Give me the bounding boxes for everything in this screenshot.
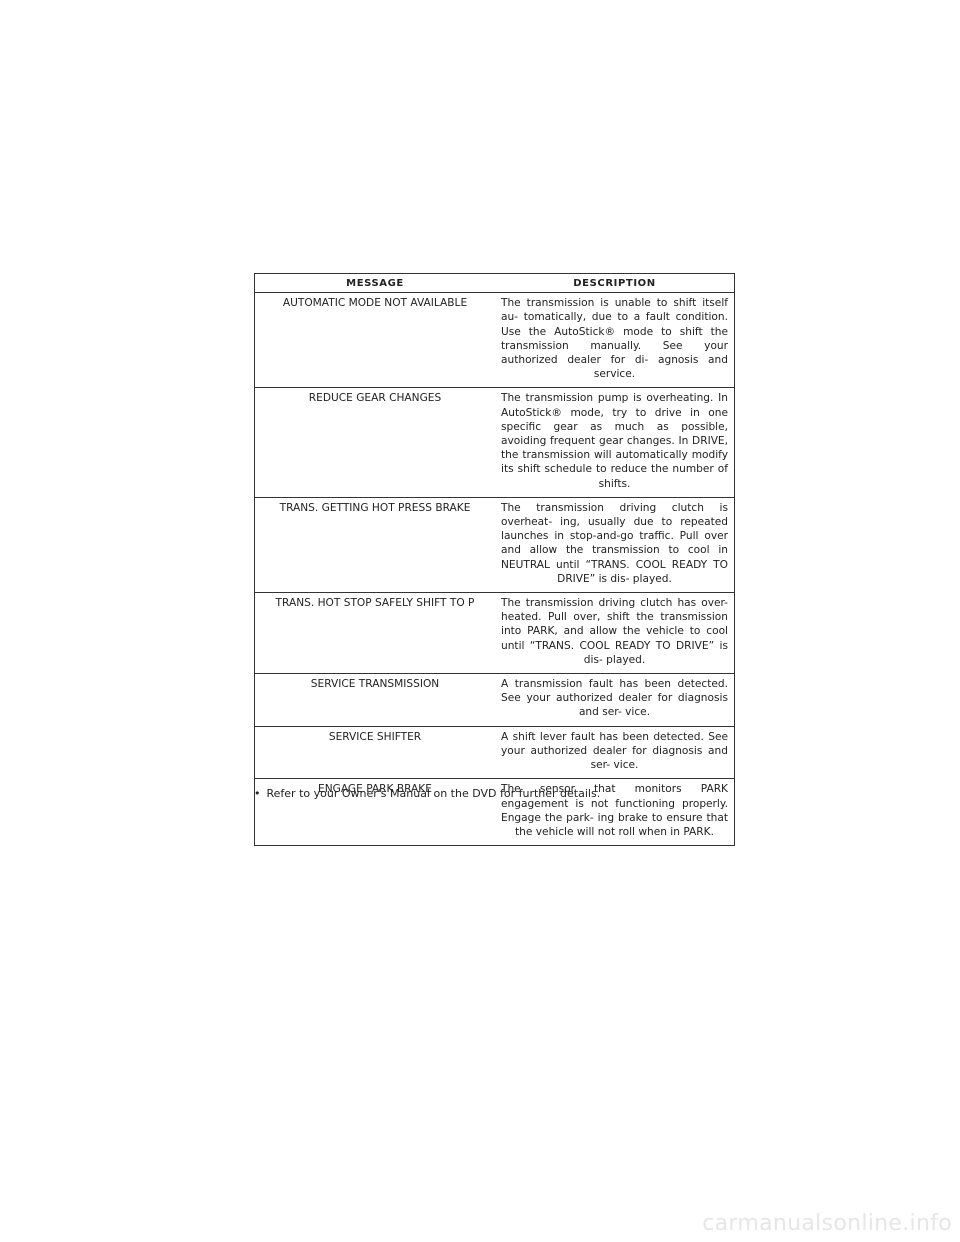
- message-cell: TRANS. GETTING HOT PRESS BRAKE: [254, 497, 495, 594]
- message-cell: REDUCE GEAR CHANGES: [254, 387, 495, 498]
- table-row: REDUCE GEAR CHANGES The transmission pum…: [254, 387, 735, 498]
- message-cell: SERVICE TRANSMISSION: [254, 673, 495, 727]
- message-cell: ENGAGE PARK BRAKE: [254, 778, 495, 847]
- table-row: TRANS. HOT STOP SAFELY SHIFT TO P The tr…: [254, 592, 735, 675]
- header-message: MESSAGE: [254, 272, 495, 294]
- message-cell: SERVICE SHIFTER: [254, 726, 495, 780]
- table-row: SERVICE TRANSMISSION A transmission faul…: [254, 673, 735, 727]
- table-row: TRANS. GETTING HOT PRESS BRAKE The trans…: [254, 497, 735, 594]
- table-row: ENGAGE PARK BRAKE The sensor that monito…: [254, 778, 735, 847]
- footnote: • Refer to your Owner's Manual on the DVD…: [254, 787, 754, 801]
- footnote-text: Refer to your Owner's Manual on the DVD …: [266, 787, 601, 800]
- message-cell: TRANS. HOT STOP SAFELY SHIFT TO P: [254, 592, 495, 675]
- message-cell: AUTOMATIC MODE NOT AVAILABLE: [254, 292, 495, 389]
- header-description: DESCRIPTION: [495, 272, 735, 294]
- description-cell: The sensor that monitors PARK engagement…: [495, 778, 735, 847]
- description-cell: A transmission fault has been detected. …: [495, 673, 735, 727]
- watermark-text: carmanualsonline.info: [702, 1211, 952, 1236]
- description-cell: The transmission driving clutch is overh…: [495, 497, 735, 594]
- description-cell: The transmission is unable to shift itse…: [495, 292, 735, 389]
- message-table: MESSAGE DESCRIPTION AUTOMATIC MODE NOT A…: [254, 272, 735, 847]
- table-row: AUTOMATIC MODE NOT AVAILABLE The transmi…: [254, 292, 735, 389]
- table-header-row: MESSAGE DESCRIPTION: [254, 272, 735, 294]
- description-cell: The transmission pump is overheating. In…: [495, 387, 735, 498]
- description-cell: The transmission driving clutch has over…: [495, 592, 735, 675]
- bullet-icon: •: [254, 787, 261, 800]
- description-cell: A shift lever fault has been detected. S…: [495, 726, 735, 780]
- table-row: SERVICE SHIFTER A shift lever fault has …: [254, 726, 735, 780]
